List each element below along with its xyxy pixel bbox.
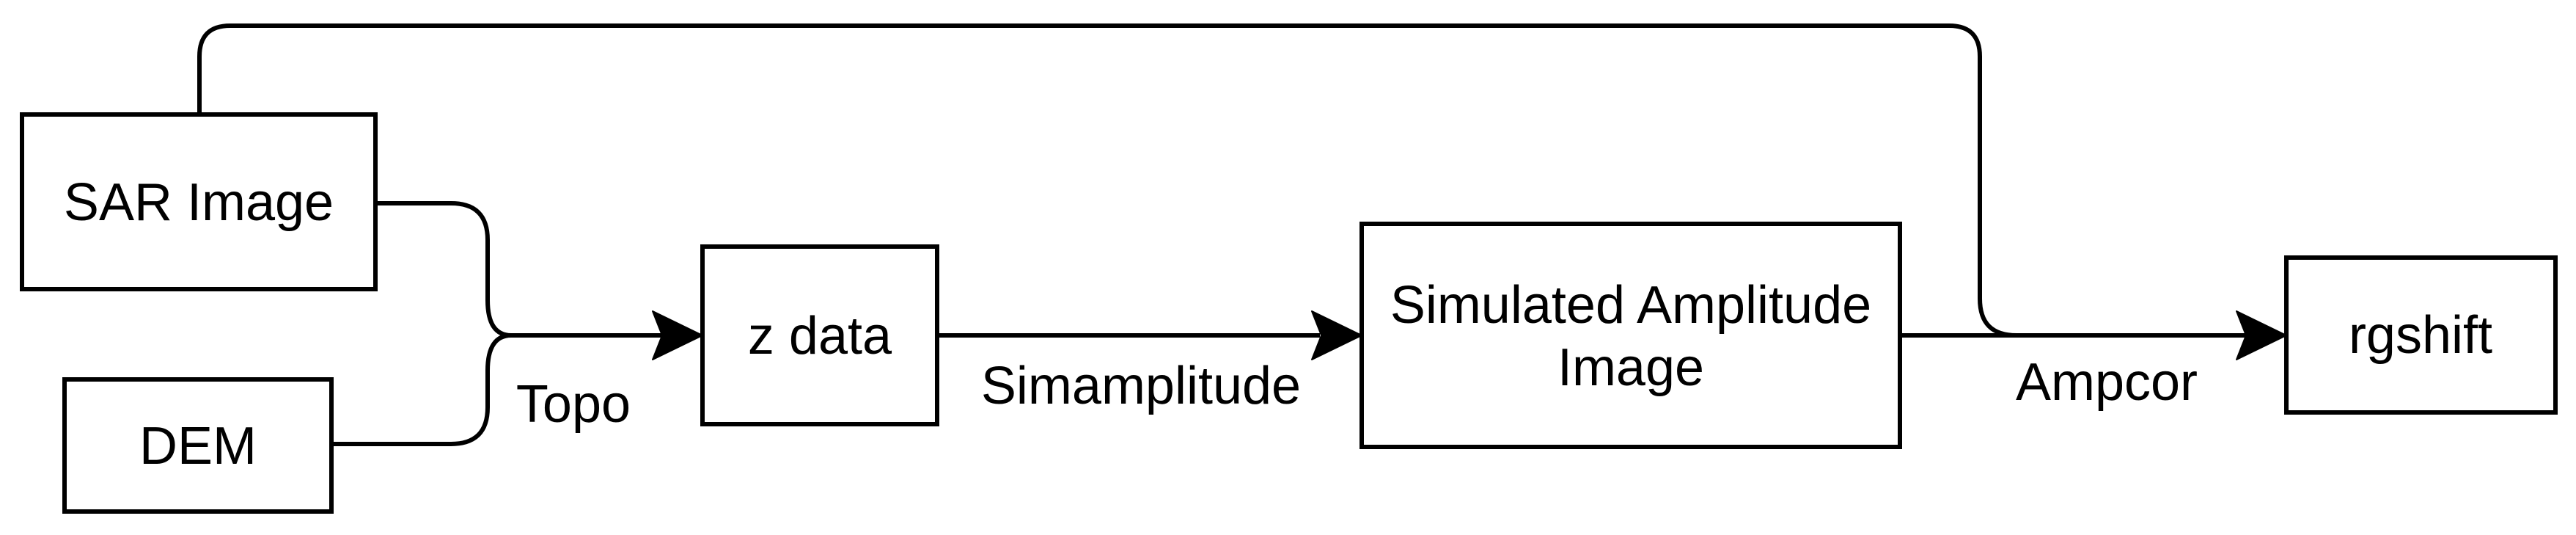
node-z-data-label: z data	[748, 307, 892, 365]
node-simulated-amplitude-image-box	[1359, 222, 1902, 449]
node-dem: DEM	[62, 377, 334, 514]
edge-sar-to-merge-line	[375, 201, 512, 338]
node-simulated-amplitude-image-label-line2: Image	[1557, 338, 1704, 397]
ampcor-arrowhead-icon	[2236, 310, 2287, 360]
node-dem-label: DEM	[139, 417, 257, 476]
node-sar-image-label: SAR Image	[64, 173, 334, 232]
node-sar-image-box	[20, 112, 378, 291]
node-z-data-box	[700, 244, 939, 426]
edge-label-simamplitude: Simamplitude	[981, 357, 1301, 415]
node-rgshift-label: rgshift	[2349, 306, 2492, 365]
node-sar-image: SAR Image	[20, 112, 378, 291]
edge-label-ampcor: Ampcor	[2016, 353, 2198, 412]
edge-sar-feedback-line	[197, 23, 2017, 338]
topo-arrowhead-icon	[652, 310, 703, 360]
edge-dem-to-merge-line	[331, 333, 512, 446]
node-simulated-amplitude-image: Simulated Amplitude Image	[1359, 222, 1902, 449]
node-rgshift: rgshift	[2284, 255, 2558, 415]
edge-label-topo: Topo	[516, 375, 631, 434]
node-simulated-amplitude-image-label-line1: Simulated Amplitude	[1390, 276, 1871, 335]
node-z-data: z data	[700, 244, 939, 426]
node-dem-box	[62, 377, 334, 514]
node-rgshift-box	[2284, 255, 2558, 415]
simamplitude-arrowhead-icon	[1311, 310, 1362, 360]
